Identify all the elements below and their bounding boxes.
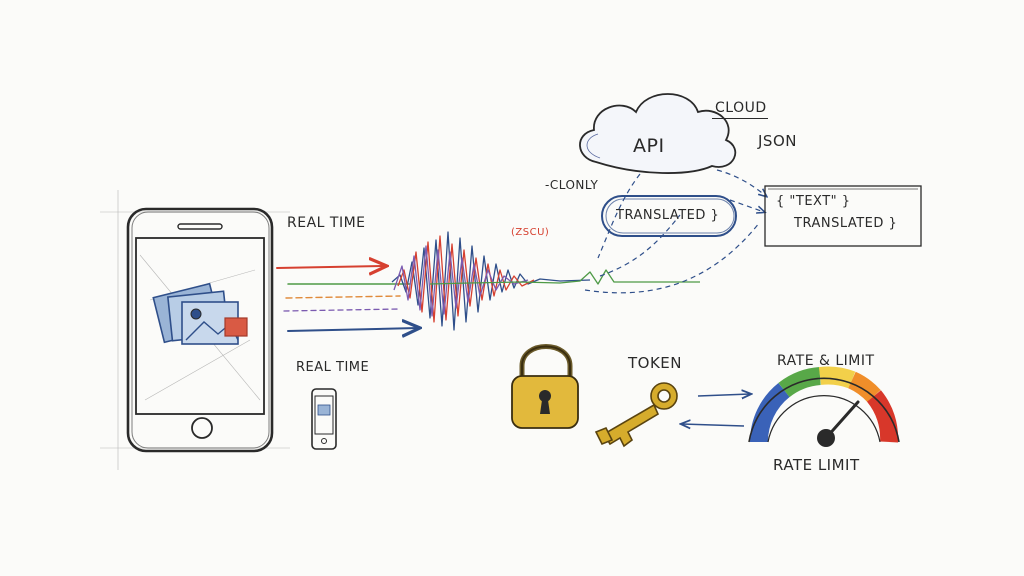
connector-lines [584, 169, 766, 294]
api-label: API [633, 135, 665, 157]
token-label: TOKEN [628, 354, 683, 372]
wave-tag-label: (ZSCU) [511, 227, 550, 238]
rate-limit-label-bottom: RATE LIMIT [773, 456, 860, 474]
smartphone-small-icon [311, 388, 337, 450]
clonly-label: -CLONLY [545, 178, 599, 192]
photo-stack-icon [152, 282, 248, 345]
rate-limit-label-top: RATE & LIMIT [777, 353, 875, 369]
cloud-label-underline [712, 118, 768, 119]
data-stream-arrows [276, 266, 418, 331]
real-time-label-top: REAL TIME [287, 215, 366, 231]
smartphone-large-icon [126, 207, 274, 453]
sound-wave-icon [391, 231, 700, 331]
translated-pill-label: TRANSLATED } [616, 208, 720, 223]
real-time-label-bottom: REAL TIME [296, 360, 370, 375]
cloud-label: CLOUD [715, 100, 767, 116]
translated-pill-shape [601, 195, 737, 237]
json-box-line-2: TRANSLATED } [794, 216, 898, 231]
json-label: JSON [758, 132, 797, 150]
exchange-arrows [682, 394, 750, 426]
key-icon [594, 382, 678, 448]
speedometer-icon [748, 366, 900, 447]
cloud-icon [579, 93, 737, 174]
padlock-icon [511, 344, 579, 429]
json-box-line-1: { "TEXT" } [776, 194, 851, 209]
json-box-frame [764, 185, 922, 247]
